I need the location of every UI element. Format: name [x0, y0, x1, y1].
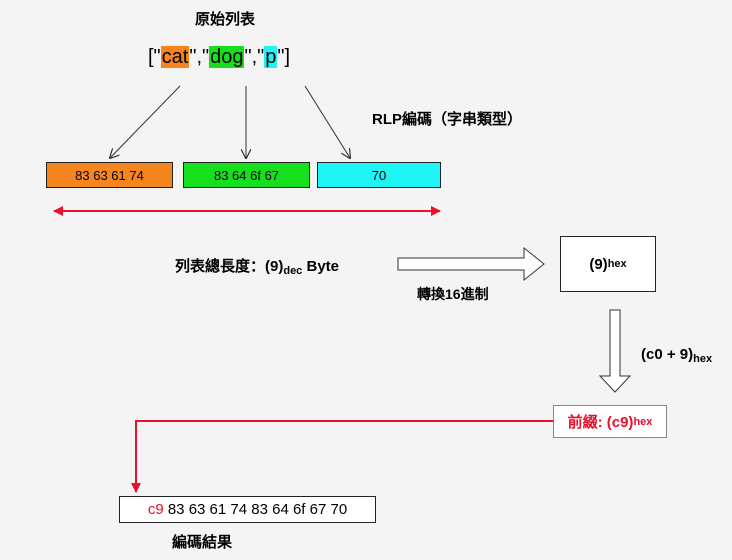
total-length-text: 列表總長度：(9) — [175, 258, 284, 275]
prefix-sub: hex — [633, 415, 653, 428]
prefix-box: 前綴: (c9)hex — [553, 405, 667, 438]
list-sep-1: "," — [189, 46, 210, 68]
prefix-text: 前綴: (c9) — [567, 414, 634, 431]
list-item-dog: dog — [209, 46, 245, 68]
encoded-dog-box: 83 64 6f 67 — [183, 162, 310, 188]
result-title: 編碼結果 — [172, 534, 233, 551]
prefix-to-result-arrow — [131, 420, 553, 493]
total-length-unit: Byte — [302, 258, 339, 275]
hex-value-box: (9)hex — [560, 236, 656, 292]
arrow-cat — [110, 85, 181, 158]
list-item-cat: cat — [160, 46, 190, 68]
hex-value-text: (9) — [589, 255, 608, 273]
total-length-label: 列表總長度：(9)dec Byte — [175, 255, 339, 277]
result-payload: 83 63 61 74 83 64 6f 67 70 — [163, 501, 348, 518]
list-sep-2: "," — [244, 46, 265, 68]
result-prefix-byte: c9 — [147, 501, 164, 518]
hollow-down-arrow — [598, 309, 632, 393]
rlp-encoding-label: RLP編碼（字串類型） — [372, 111, 523, 128]
c0-plus-9-text: (c0 + 9) — [641, 346, 694, 363]
c0-plus-9-sub: hex — [693, 353, 713, 365]
c0-plus-9-label: (c0 + 9)hex — [641, 346, 712, 365]
arrow-p — [304, 85, 350, 158]
hollow-right-arrow — [397, 246, 545, 282]
list-open: [" — [148, 46, 161, 68]
diagram-title: 原始列表 — [194, 11, 255, 28]
hex-value-sub: hex — [607, 258, 627, 270]
convert-hex-label: 轉換16進制 — [417, 286, 489, 302]
result-box: c9 83 63 61 74 83 64 6f 67 70 — [119, 496, 376, 523]
encoded-p-box: 70 — [317, 162, 441, 188]
original-list: ["cat","dog","p"] — [148, 46, 290, 69]
total-length-sub: dec — [283, 265, 303, 277]
encoded-cat-box: 83 63 61 74 — [46, 162, 173, 188]
list-item-p: p — [264, 46, 278, 68]
list-close: "] — [277, 46, 291, 68]
